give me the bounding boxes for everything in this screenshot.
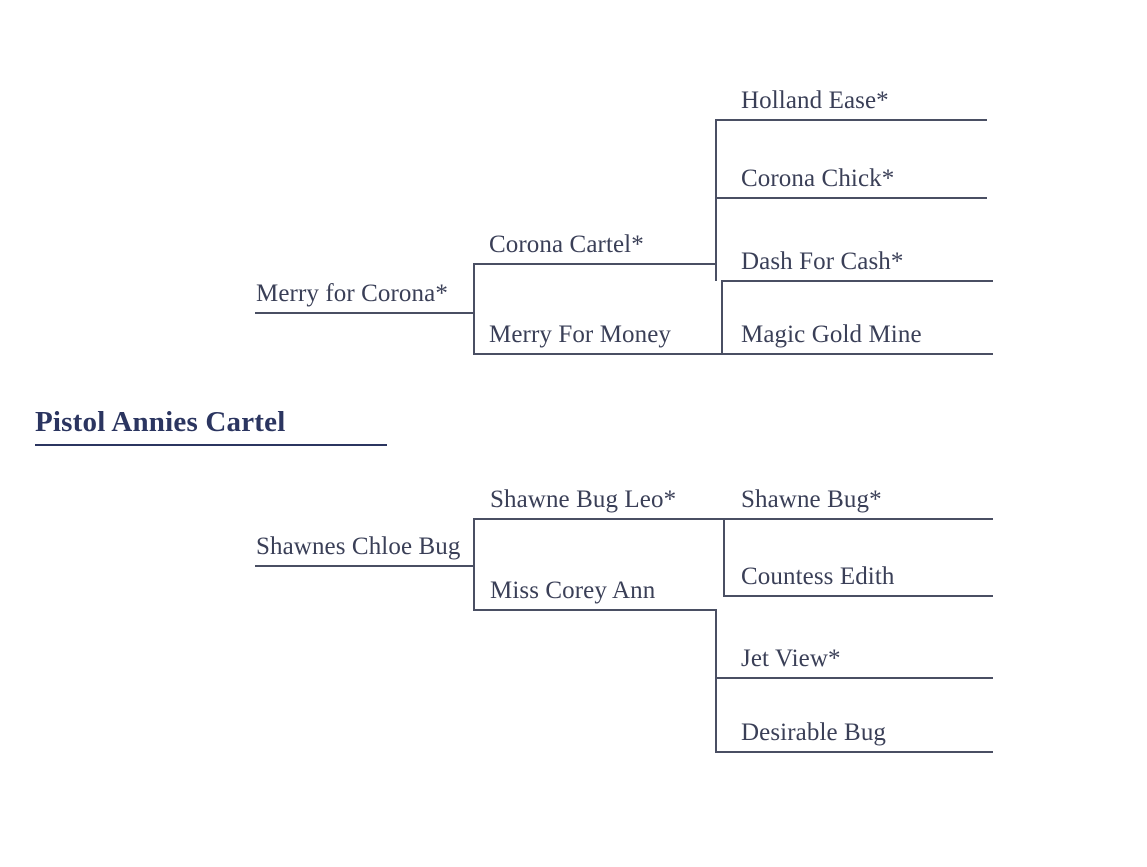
connector-merry-for-corona-parents — [473, 263, 475, 355]
rule-jet-view — [715, 677, 993, 679]
pedigree-node-magic-gold-mine: Magic Gold Mine — [741, 321, 922, 348]
connector-shawnes-chloe-bug-parents — [473, 518, 475, 611]
pedigree-node-shawnes-chloe-bug: Shawnes Chloe Bug — [256, 533, 461, 560]
pedigree-node-jet-view: Jet View* — [741, 645, 841, 672]
rule-corona-cartel — [473, 263, 717, 265]
connector-corona-cartel-parents — [715, 119, 717, 281]
rule-shawnes-chloe-bug — [255, 565, 475, 567]
connector-shawne-bug-leo-parents — [723, 518, 725, 597]
connector-merry-for-money-parents — [721, 280, 723, 355]
pedigree-node-shawne-bug-leo: Shawne Bug Leo* — [490, 486, 677, 513]
rule-holland-ease — [715, 119, 987, 121]
connector-miss-corey-ann-parents — [715, 609, 717, 753]
rule-shawne-bug — [723, 518, 993, 520]
pedigree-node-corona-cartel: Corona Cartel* — [489, 231, 644, 258]
section-heading-rule — [35, 444, 387, 446]
pedigree-node-desirable-bug: Desirable Bug — [741, 719, 887, 746]
rule-countess-edith — [723, 595, 993, 597]
pedigree-node-holland-ease: Holland Ease* — [741, 87, 889, 114]
pedigree-node-miss-corey-ann: Miss Corey Ann — [490, 577, 656, 604]
rule-shawne-bug-leo — [473, 518, 725, 520]
rule-miss-corey-ann — [473, 609, 717, 611]
rule-magic-gold-mine — [721, 353, 993, 355]
section-heading-pistol-annies-cartel: Pistol Annies Cartel — [35, 406, 286, 438]
rule-merry-for-money — [473, 353, 723, 355]
pedigree-node-merry-for-corona: Merry for Corona* — [256, 280, 448, 307]
rule-dash-for-cash — [721, 280, 993, 282]
pedigree-node-countess-edith: Countess Edith — [741, 563, 895, 590]
pedigree-node-dash-for-cash: Dash For Cash* — [741, 248, 904, 275]
pedigree-node-corona-chick: Corona Chick* — [741, 165, 895, 192]
pedigree-node-merry-for-money: Merry For Money — [489, 321, 672, 348]
rule-corona-chick — [715, 197, 987, 199]
rule-merry-for-corona — [255, 312, 475, 314]
rule-desirable-bug — [715, 751, 993, 753]
pedigree-node-shawne-bug: Shawne Bug* — [741, 486, 882, 513]
